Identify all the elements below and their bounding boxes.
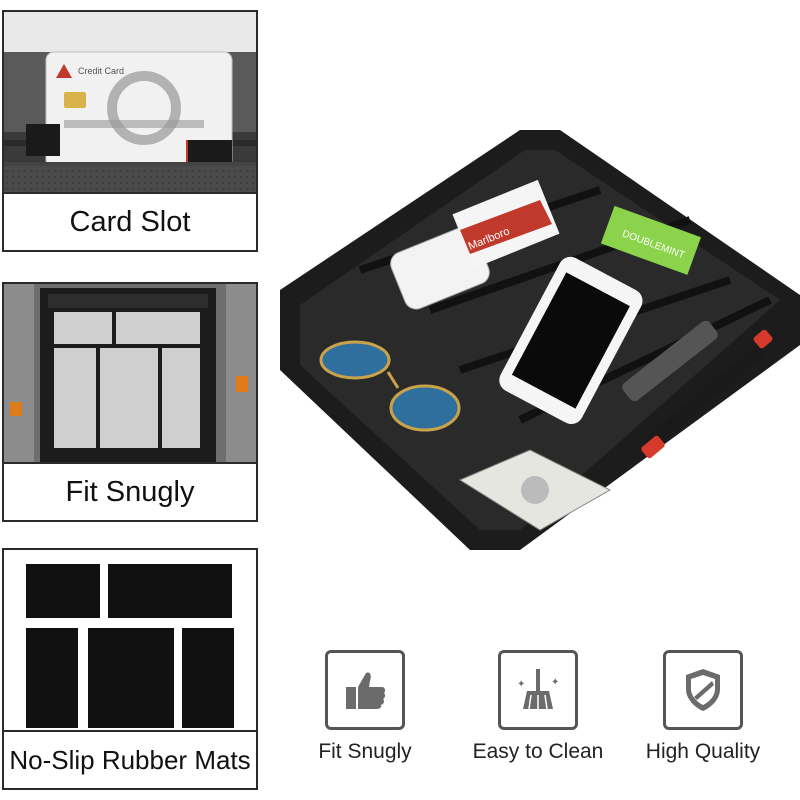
feature-high-quality: High Quality	[628, 650, 778, 764]
fit-snugly-panel: Fit Snugly	[2, 282, 258, 522]
broom-icon: ✦ ✦	[498, 650, 578, 730]
card-slot-panel: Credit Card Card Slot	[2, 10, 258, 252]
console-photo	[4, 284, 256, 468]
feature-fit-snugly: Fit Snugly	[290, 650, 440, 764]
rubber-mats-photo	[4, 550, 256, 736]
feature-label: High Quality	[645, 740, 761, 763]
fit-snugly-caption: Fit Snugly	[4, 462, 256, 520]
shield-icon	[663, 650, 743, 730]
feature-label: Fit Snugly	[318, 740, 412, 763]
organizer-tray-photo: Marlboro DOUBLEMINT	[270, 120, 800, 560]
rubber-mats-caption: No-Slip Rubber Mats	[4, 730, 256, 788]
feature-easy-to-clean: ✦ ✦ Easy to Clean	[463, 650, 613, 764]
cash-bills	[458, 449, 612, 531]
svg-text:✦: ✦	[517, 679, 525, 690]
card-label: Credit Card	[78, 66, 124, 76]
thumbs-up-icon	[325, 650, 405, 730]
marker-pen	[641, 329, 773, 459]
sunglasses	[319, 340, 461, 432]
card-slot-photo: Credit Card	[4, 12, 256, 198]
rubber-mats-panel: No-Slip Rubber Mats	[2, 548, 258, 790]
cigarette-box: Marlboro	[452, 179, 560, 269]
card-slot-caption: Card Slot	[4, 192, 256, 250]
smartphone	[499, 256, 643, 425]
pocket-knife	[622, 320, 718, 402]
feature-label: Easy to Clean	[472, 740, 604, 763]
svg-text:✦: ✦	[551, 677, 559, 688]
